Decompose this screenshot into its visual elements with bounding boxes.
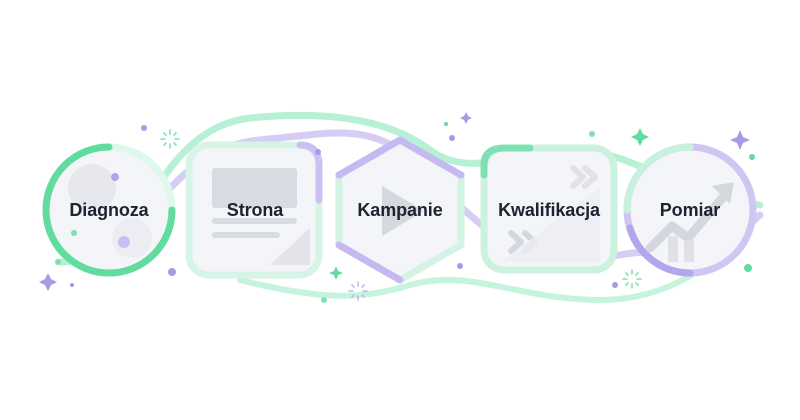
web-page-icon [212,168,310,265]
step-kwalifikacja-shape [480,144,618,274]
sparkle-icon [631,128,649,146]
sparkle-icon [730,130,750,150]
step-label-kwalifikacja: Kwalifikacja [498,200,600,220]
ribbon-green-lower [237,252,723,304]
sparkle-icon [329,266,343,280]
progress-ring-icon [42,143,176,277]
burst-icon [622,269,642,289]
step-strona-shape [185,141,323,279]
step-diagnoza-shape [42,143,176,277]
sparkle-icon [460,112,472,124]
burst-icon [348,281,368,301]
decorative-sparkles [39,112,755,303]
step-label-strona: Strona [226,200,284,220]
play-icon [382,186,424,236]
growth-chart-icon [645,182,734,262]
burst-icon [160,129,180,149]
step-pomiar-shape [623,143,757,277]
step-kampanie-shape [335,136,465,284]
step-label-pomiar: Pomiar [659,200,721,220]
step-label-diagnoza: Diagnoza [69,200,149,220]
sparkle-icon [39,273,57,291]
step-label-kampanie: Kampanie [357,200,443,220]
